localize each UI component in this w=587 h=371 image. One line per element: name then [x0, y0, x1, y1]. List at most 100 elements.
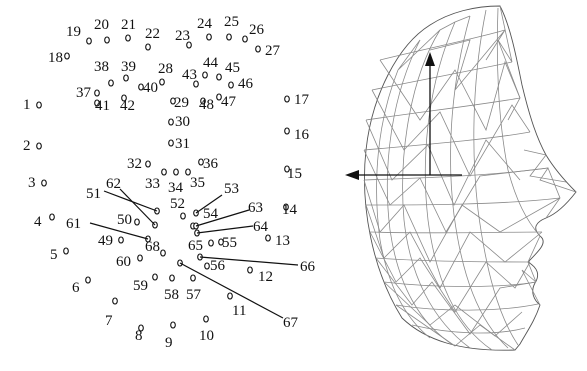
landmark-label-34: 34: [168, 180, 184, 196]
leader-line-67: [179, 262, 284, 319]
leader-line-51: [103, 190, 158, 212]
landmark-point-52: [180, 212, 186, 220]
landmark-label-17: 17: [294, 92, 310, 108]
landmark-label-20: 20: [94, 17, 109, 33]
landmark-point-48: [200, 97, 206, 105]
landmark-label-38: 38: [94, 59, 109, 75]
landmark-label-19: 19: [66, 24, 81, 40]
landmark-label-50: 50: [117, 212, 132, 228]
up-arrow-icon: [425, 52, 435, 66]
leader-line-61: [89, 222, 149, 240]
landmark-label-36: 36: [203, 156, 219, 172]
left-arrow-icon: [345, 170, 359, 180]
landmark-label-55: 55: [222, 235, 237, 251]
landmark-point-42: [121, 94, 127, 102]
landmark-point-6: [85, 276, 91, 284]
landmark-label-13: 13: [275, 233, 290, 249]
landmark-label-9: 9: [165, 335, 173, 351]
landmark-label-39: 39: [121, 59, 136, 75]
landmark-label-57: 57: [186, 287, 202, 303]
landmark-point-11: [227, 292, 233, 300]
landmark-label-23: 23: [175, 28, 190, 44]
landmark-label-27: 27: [265, 43, 281, 59]
landmark-label-48: 48: [199, 97, 214, 113]
landmark-label-49: 49: [98, 233, 113, 249]
landmark-label-53: 53: [224, 181, 239, 197]
landmark-label-51: 51: [86, 186, 101, 202]
landmark-label-31: 31: [175, 136, 190, 152]
landmark-point-65: [208, 239, 214, 247]
landmark-label-42: 42: [120, 98, 135, 114]
landmark-label-58: 58: [164, 287, 179, 303]
landmark-point-32: [145, 160, 151, 168]
landmark-label-1: 1: [23, 97, 31, 113]
landmark-point-15: [284, 165, 290, 173]
landmark-point-23: [186, 41, 192, 49]
landmark-point-8: [138, 324, 144, 332]
landmark-point-17: [284, 95, 290, 103]
landmark-label-37: 37: [76, 85, 92, 101]
leader-lines: [89, 188, 299, 319]
landmark-point-47: [216, 93, 222, 101]
landmark-label-61: 61: [66, 216, 81, 232]
landmark-point-46: [228, 81, 234, 89]
landmark-point-24: [206, 33, 212, 41]
landmark-label-35: 35: [190, 175, 205, 191]
landmark-point-7: [112, 297, 118, 305]
landmark-label-5: 5: [50, 247, 58, 263]
landmark-label-2: 2: [23, 138, 31, 154]
landmark-label-18: 18: [48, 50, 63, 66]
landmark-label-7: 7: [105, 313, 113, 329]
landmark-point-28: [159, 78, 165, 86]
landmark-label-22: 22: [145, 26, 160, 42]
landmark-point-38: [108, 79, 114, 87]
landmark-label-25: 25: [224, 14, 239, 30]
landmark-point-18: [64, 52, 70, 60]
landmark-label-59: 59: [133, 278, 148, 294]
landmark-point-59: [152, 273, 158, 281]
landmark-point-21: [125, 34, 131, 42]
landmark-label-47: 47: [221, 94, 237, 110]
landmark-label-26: 26: [249, 22, 265, 38]
landmark-label-60: 60: [116, 254, 131, 270]
landmark-label-65: 65: [188, 238, 203, 254]
leader-line-63: [195, 209, 250, 227]
landmark-label-40: 40: [143, 80, 158, 96]
leader-line-66: [199, 256, 299, 266]
landmark-point-34: [173, 168, 179, 176]
landmark-label-68: 68: [145, 239, 160, 255]
landmark-point-35: [185, 168, 191, 176]
landmark-label-62: 62: [106, 176, 121, 192]
landmark-point-31: [168, 139, 174, 147]
landmark-point-41: [94, 99, 100, 107]
landmark-point-49: [118, 236, 124, 244]
landmark-point-1: [36, 101, 42, 109]
landmark-label-45: 45: [225, 60, 240, 76]
landmark-point-37: [94, 89, 100, 97]
landmark-point-58: [169, 274, 175, 282]
landmark-point-22: [145, 43, 151, 51]
landmark-point-14: [283, 203, 289, 211]
landmark-label-32: 32: [127, 156, 142, 172]
landmark-point-56: [204, 262, 210, 270]
landmark-label-8: 8: [135, 328, 143, 344]
landmark-label-67: 67: [283, 315, 299, 331]
leader-line-53: [195, 194, 223, 214]
landmark-point-13: [265, 234, 271, 242]
landmark-label-3: 3: [28, 175, 36, 191]
landmark-label-12: 12: [258, 269, 273, 285]
landmark-point-19: [86, 37, 92, 45]
landmark-point-29: [170, 97, 176, 105]
landmark-label-33: 33: [145, 176, 160, 192]
landmark-label-63: 63: [248, 200, 263, 216]
landmark-point-39: [123, 74, 129, 82]
landmark-point-44: [202, 71, 208, 79]
landmark-point-9: [170, 321, 176, 329]
landmark-label-29: 29: [174, 95, 189, 111]
landmark-label-15: 15: [287, 166, 302, 182]
landmark-point-68: [160, 249, 166, 257]
landmark-point-26: [242, 35, 248, 43]
landmark-point-27: [255, 45, 261, 53]
landmark-label-28: 28: [158, 61, 173, 77]
